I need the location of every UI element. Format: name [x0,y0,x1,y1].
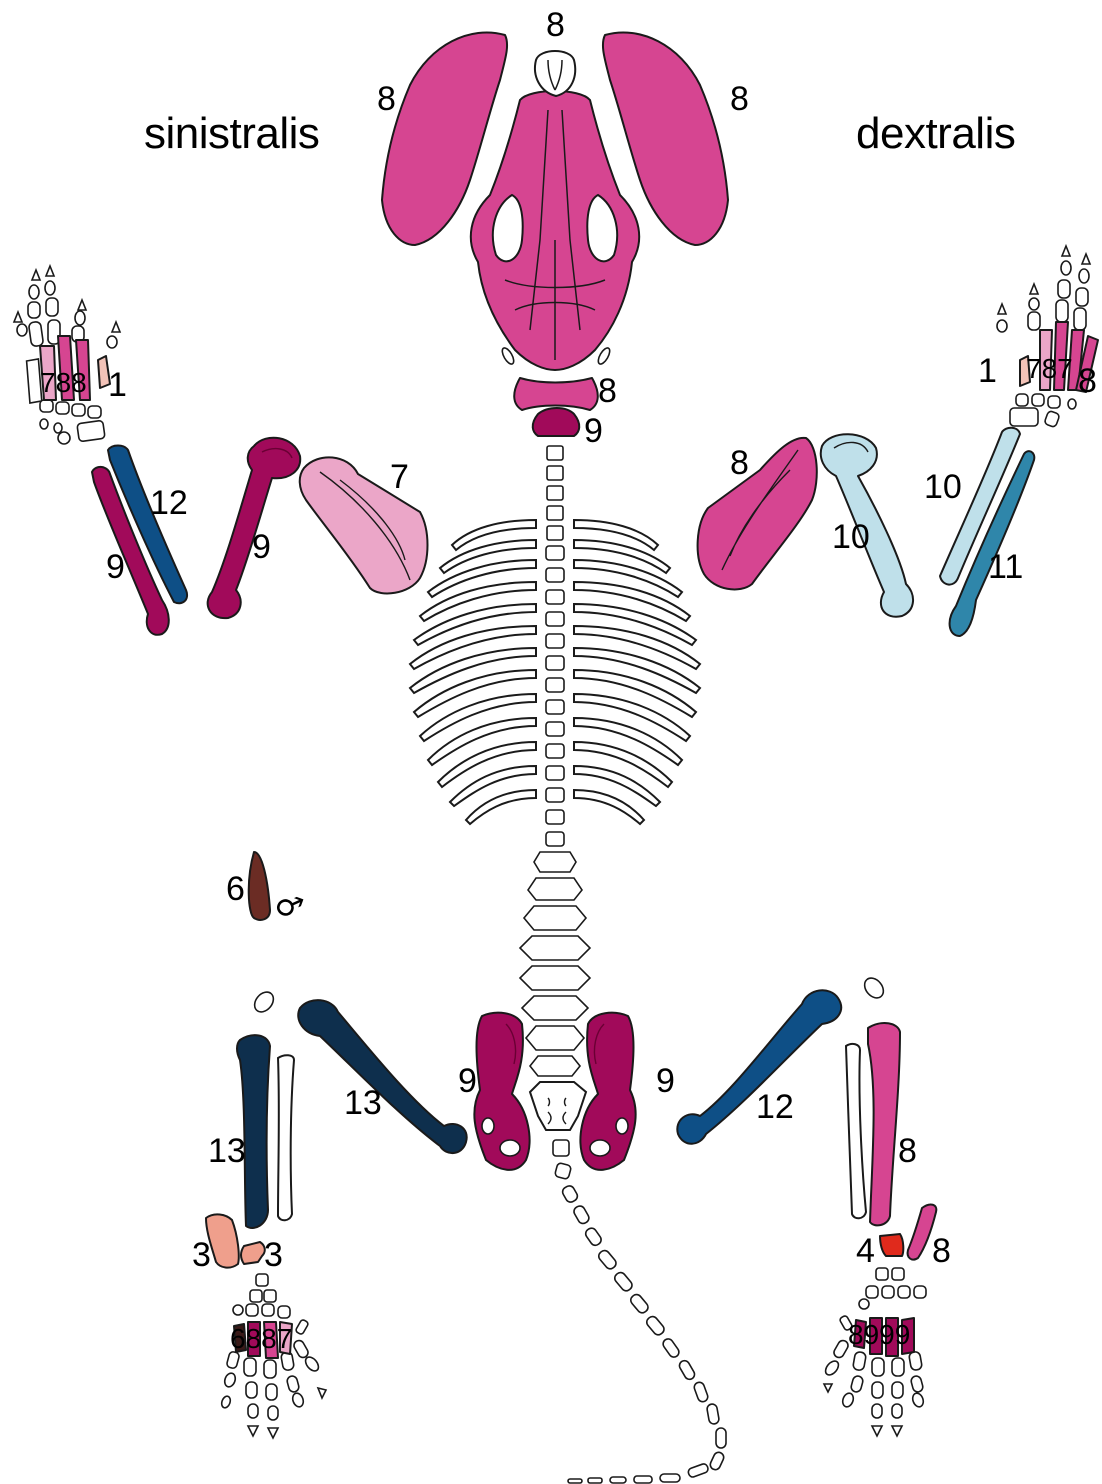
label-talus-left: 3 [264,1236,283,1274]
skull [471,51,639,370]
hindpaw-left [220,1274,326,1438]
acetabulum-left [482,1118,494,1134]
sacrum [530,1082,586,1130]
hindpaw-right [823,1268,926,1436]
hyoid-right [596,346,612,366]
label-scapula-right: 8 [730,444,749,482]
talus-left [241,1242,265,1264]
label-forepaw-right-d1: 1 [978,352,997,390]
side-label-left: sinistralis [144,109,319,158]
label-atlas: 8 [598,372,617,410]
label-baculum: 6 [226,870,245,908]
obturator-right [590,1140,610,1156]
label-talus-right: 4 [856,1232,875,1270]
lumbar-vertebrae [520,852,590,1076]
obturator-left [500,1140,520,1156]
talus-right [880,1234,903,1256]
femur-left [298,1000,466,1153]
side-label-right: dextralis [856,109,1015,158]
label-axis: 9 [584,412,603,450]
ribs-left [410,520,536,824]
label-skull: 8 [546,6,565,44]
label-hindpaw-right-digits: 8999 [848,1319,910,1350]
label-ulna-left: 12 [150,484,188,522]
fibula-right [846,1044,866,1218]
label-forepaw-right-d5: 8 [1078,362,1097,400]
label-scapula-left: 7 [390,458,409,496]
label-mandible-right: 8 [730,80,749,118]
label-radius-left: 9 [106,548,125,586]
forepaw-left [14,266,120,444]
label-humerus-right: 10 [832,518,870,556]
male-symbol: ♂ [270,886,307,928]
label-forepaw-right-digits: 787 [1026,353,1073,384]
label-calcaneus-left: 3 [192,1236,211,1274]
label-femur-right: 12 [756,1088,794,1126]
label-femur-left: 13 [344,1084,382,1122]
tibia-right [868,1023,900,1225]
ribs-right [574,520,700,824]
baculum [249,852,270,920]
label-forepaw-left-digits: 788 [40,367,87,398]
label-forepaw-left-d1: 1 [108,366,127,404]
label-ulna-right: 10 [924,468,962,506]
patella-left [251,988,277,1015]
axis [533,408,580,436]
atlas [514,378,598,410]
label-tibia-right: 8 [898,1132,917,1170]
forepaw-right [997,246,1098,428]
label-humerus-left: 9 [252,528,271,566]
acetabulum-right [616,1118,628,1134]
label-radius-right: 11 [988,548,1023,586]
label-pelvis-left: 9 [458,1062,477,1100]
patella-right [861,974,887,1001]
label-calcaneus-right: 8 [932,1232,951,1270]
label-tibia-left: 13 [208,1132,246,1170]
label-pelvis-right: 9 [656,1062,675,1100]
cervical-thoracic-vertebrae [546,446,564,846]
label-hindpaw-left-digits: 6887 [230,1323,292,1354]
label-mandible-left: 8 [377,80,396,118]
scapula-right [698,438,817,590]
tail-vertebrae [553,1140,726,1483]
fibula-left [278,1055,294,1220]
